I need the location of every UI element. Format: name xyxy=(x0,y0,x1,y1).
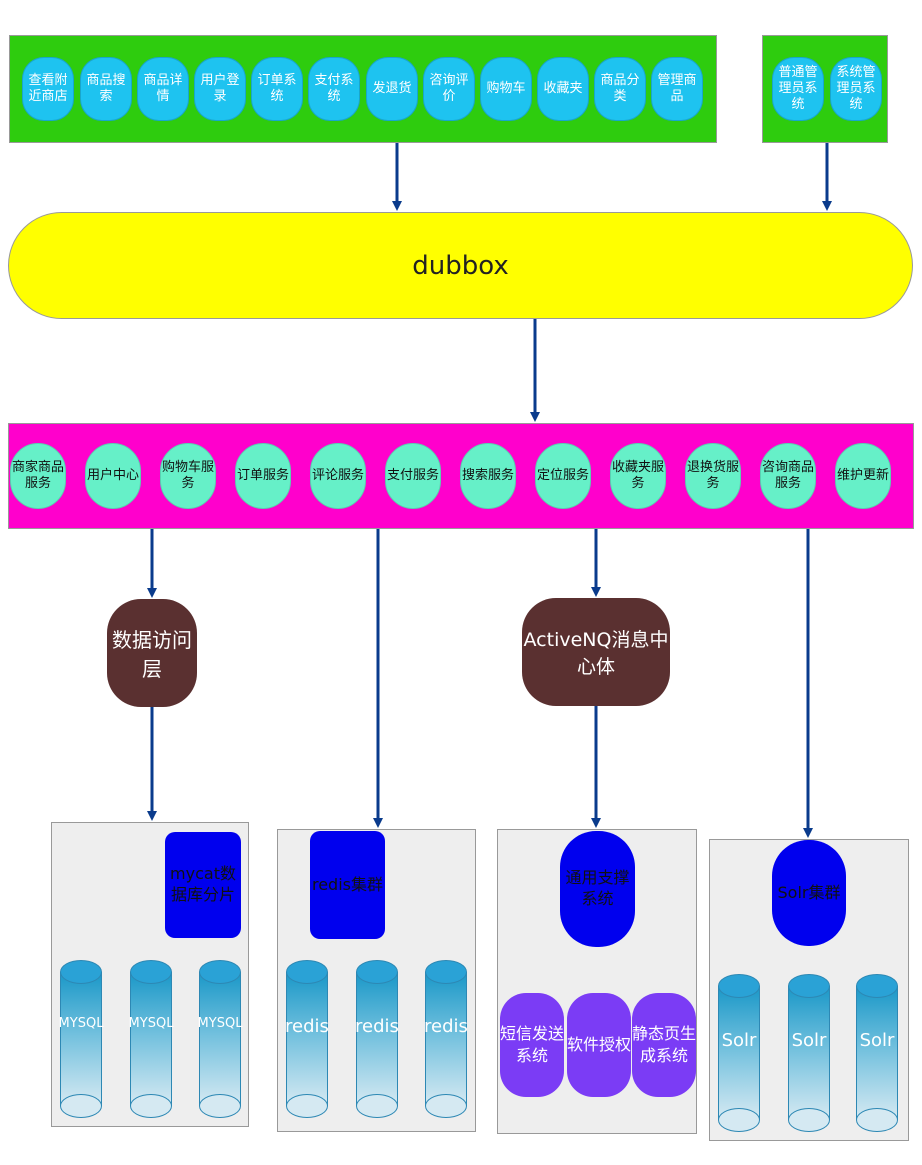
service-user-center: 用户中心 xyxy=(85,443,141,509)
service-favorites: 收藏夹服务 xyxy=(610,443,666,509)
client-app-detail: 商品详情 xyxy=(137,57,189,121)
client-app-cart: 购物车 xyxy=(480,57,532,121)
redis-node-label: redis xyxy=(285,1016,329,1037)
service-consult-goods: 咨询商品服务 xyxy=(760,443,816,509)
client-app-returns: 发退货 xyxy=(366,57,418,121)
data-access-layer: 数据访问层 xyxy=(107,599,197,707)
mysql-db-icon: MYSQL xyxy=(129,960,173,1118)
client-app-categories: 商品分类 xyxy=(594,57,646,121)
mysql-db-icon: MYSQL xyxy=(198,960,242,1118)
message-center: ActiveNQ消息中心体 xyxy=(522,598,670,706)
mysql-node-label: MYSQL xyxy=(197,1016,243,1031)
service-maintenance: 维护更新 xyxy=(835,443,891,509)
mysql-node-label: MYSQL xyxy=(128,1016,174,1031)
client-app-manage-goods: 管理商品 xyxy=(651,57,703,121)
mysql-db-icon: MYSQL xyxy=(59,960,103,1118)
service-returns: 退换货服务 xyxy=(685,443,741,509)
client-app-nearby-stores: 查看附近商店 xyxy=(22,57,74,121)
dubbox-bus: dubbox xyxy=(8,212,913,319)
static-page-generator: 静态页生成系统 xyxy=(632,993,696,1097)
service-review: 评论服务 xyxy=(310,443,366,509)
admin-app-normal: 普通管理员系统 xyxy=(772,57,824,121)
redis-cluster-head: redis集群 xyxy=(310,831,385,939)
client-app-payment: 支付系统 xyxy=(308,57,360,121)
client-app-order: 订单系统 xyxy=(251,57,303,121)
mycat-sharding-head: mycat数据库分片 xyxy=(165,832,241,938)
redis-db-icon: redis xyxy=(355,960,399,1118)
software-license: 软件授权 xyxy=(567,993,631,1097)
service-location: 定位服务 xyxy=(535,443,591,509)
client-app-reviews: 咨询评价 xyxy=(423,57,475,121)
service-cart: 购物车服务 xyxy=(160,443,216,509)
redis-db-icon: redis xyxy=(285,960,329,1118)
service-merchant-goods: 商家商品服务 xyxy=(10,443,66,509)
sms-system: 短信发送系统 xyxy=(500,993,564,1097)
solr-db-icon: Solr xyxy=(856,974,898,1132)
solr-node-label: Solr xyxy=(859,1030,895,1051)
redis-db-icon: redis xyxy=(424,960,468,1118)
service-payment: 支付服务 xyxy=(385,443,441,509)
client-app-login: 用户登录 xyxy=(194,57,246,121)
solr-node-label: Solr xyxy=(721,1030,757,1051)
solr-db-icon: Solr xyxy=(788,974,830,1132)
service-search: 搜索服务 xyxy=(460,443,516,509)
redis-node-label: redis xyxy=(355,1016,399,1037)
mysql-node-label: MYSQL xyxy=(58,1016,104,1031)
client-app-favorites: 收藏夹 xyxy=(537,57,589,121)
admin-app-system: 系统管理员系统 xyxy=(830,57,882,121)
solr-node-label: Solr xyxy=(791,1030,827,1051)
client-app-search: 商品搜索 xyxy=(80,57,132,121)
support-system-head: 通用支撑系统 xyxy=(560,831,635,947)
solr-db-icon: Solr xyxy=(718,974,760,1132)
redis-node-label: redis xyxy=(424,1016,468,1037)
service-order: 订单服务 xyxy=(235,443,291,509)
solr-cluster-head: Solr集群 xyxy=(772,840,846,946)
